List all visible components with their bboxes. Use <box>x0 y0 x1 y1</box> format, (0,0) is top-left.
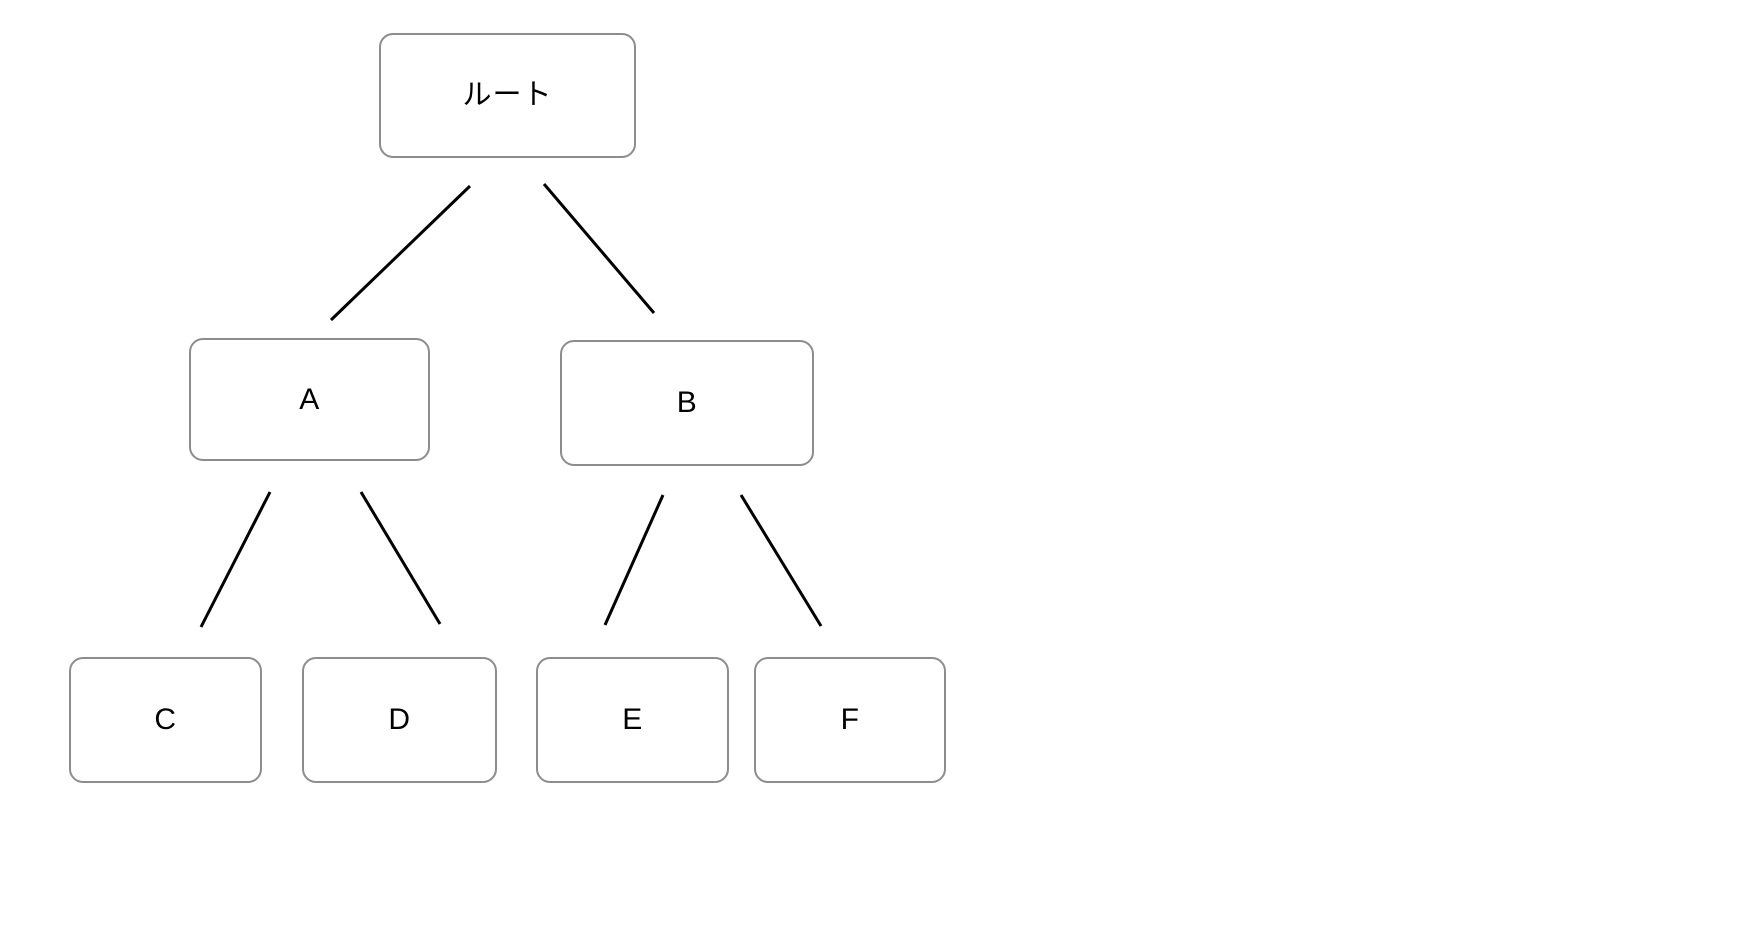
edge-root-b <box>542 183 656 314</box>
node-label-f: F <box>840 703 860 736</box>
node-a[interactable]: A <box>189 338 430 461</box>
node-f[interactable]: F <box>754 657 946 783</box>
node-d[interactable]: D <box>302 657 497 783</box>
node-label-e: E <box>622 703 643 736</box>
node-b[interactable]: B <box>560 340 814 466</box>
node-label-c: C <box>154 703 177 736</box>
node-label-d: D <box>388 703 411 736</box>
edge-root-a <box>329 184 472 322</box>
node-e[interactable]: E <box>536 657 729 783</box>
node-root[interactable]: ルート <box>379 33 636 158</box>
node-label-a: A <box>299 382 320 416</box>
node-label-root: ルート <box>462 79 553 111</box>
node-label-b: B <box>676 386 698 419</box>
edge-b-e <box>603 494 665 626</box>
node-c[interactable]: C <box>69 657 262 783</box>
edge-a-d <box>359 491 442 625</box>
edge-a-c <box>199 491 272 628</box>
edge-b-f <box>739 494 823 627</box>
